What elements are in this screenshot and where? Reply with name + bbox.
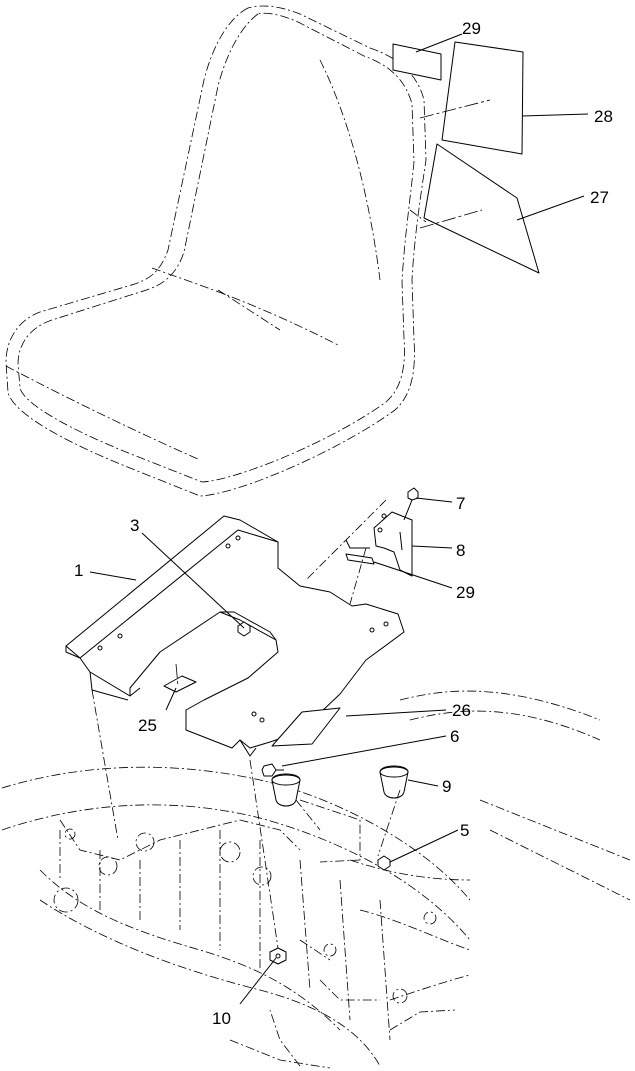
callout-labels: 29 28 27 1 3 7 8 28 29 26 25 6 9 5 10 <box>74 19 613 1028</box>
bumper-part-9-left <box>271 773 301 807</box>
nut-part-5 <box>377 855 391 871</box>
bumper-part-9-right <box>379 765 409 799</box>
seat-phantom <box>5 5 427 497</box>
decal-25 <box>163 663 197 693</box>
decal-27 <box>419 41 524 155</box>
callout-27: 28 <box>594 107 613 126</box>
callout-29-text: 29 <box>456 583 475 602</box>
callout-24: 26 <box>452 701 471 720</box>
decal-29 <box>345 553 375 565</box>
callout-26: 27 <box>590 188 609 207</box>
nut-part-10 <box>269 947 287 965</box>
decal-26 <box>419 143 540 274</box>
callout-10: 10 <box>212 1009 231 1028</box>
callout-28: 29 <box>462 19 481 38</box>
callout-8: 8 <box>456 541 465 560</box>
bolt-part-6 <box>261 763 284 777</box>
decal-28 <box>392 43 442 81</box>
callout-3: 3 <box>130 516 139 535</box>
chassis-frame-phantom <box>1 690 631 1069</box>
assembly-lines <box>91 209 427 949</box>
callout-7: 7 <box>456 494 465 513</box>
seat-pan-part-1 <box>65 515 405 757</box>
bracket-part-8 <box>345 511 413 577</box>
callout-5: 5 <box>460 821 469 840</box>
leader-lines <box>89 33 589 1005</box>
callout-6: 6 <box>450 727 459 746</box>
callout-9: 9 <box>442 777 451 796</box>
bolt-part-7 <box>403 487 419 521</box>
callout-1: 1 <box>74 561 83 580</box>
decal-24 <box>271 707 341 747</box>
callout-25: 25 <box>138 716 157 735</box>
